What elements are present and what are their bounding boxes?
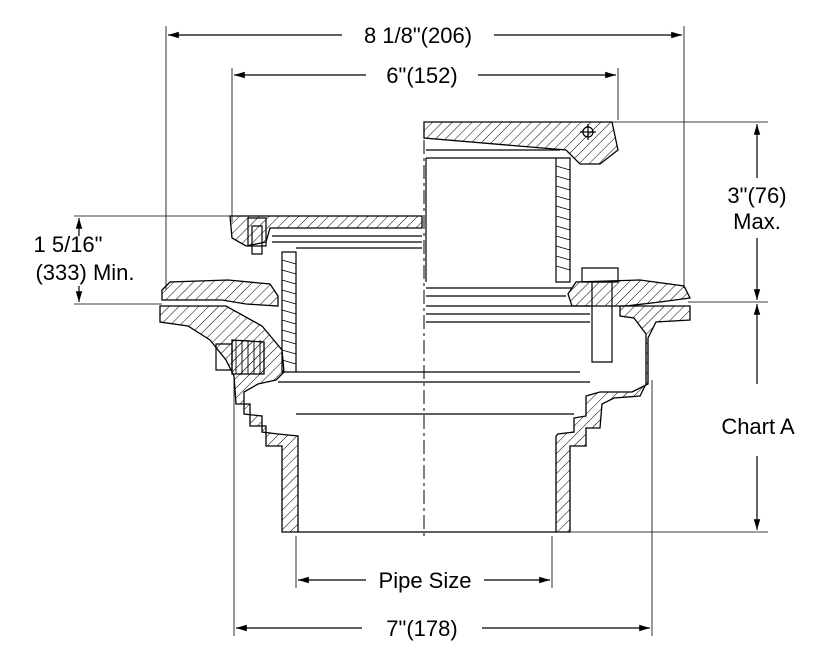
dim-bottom-width-label: 7"(178) — [386, 616, 457, 641]
dim-min-height: 1 5/16" (333) Min. — [34, 215, 232, 305]
dim-adjust-max: 3"(76) Max. — [610, 121, 787, 303]
dim-bottom-width: 7"(178) — [233, 380, 653, 641]
dim-inner-top: 6"(152) — [231, 63, 619, 222]
drain-body-left — [159, 279, 299, 533]
grate-low — [229, 215, 423, 255]
dim-pipe-size: Pipe Size — [295, 536, 553, 593]
dim-adjust-max-line1: 3"(76) — [727, 183, 786, 208]
dim-adjust-max-line2: Max. — [733, 209, 781, 234]
dim-pipe-size-label: Pipe Size — [379, 568, 472, 593]
dim-overall-top: 8 1/8"(206) — [165, 23, 685, 290]
grate-high — [423, 121, 619, 283]
dim-chart-a-label: Chart A — [721, 414, 795, 439]
dim-chart-a: Chart A — [556, 304, 795, 533]
dim-overall-top-label: 8 1/8"(206) — [364, 23, 472, 48]
adjustable-collar — [278, 247, 590, 533]
dim-inner-top-label: 6"(152) — [386, 63, 457, 88]
drain-body-right — [555, 267, 691, 533]
dim-min-height-line1: 1 5/16" — [34, 232, 103, 257]
dim-min-height-line2: (333) Min. — [35, 260, 134, 285]
